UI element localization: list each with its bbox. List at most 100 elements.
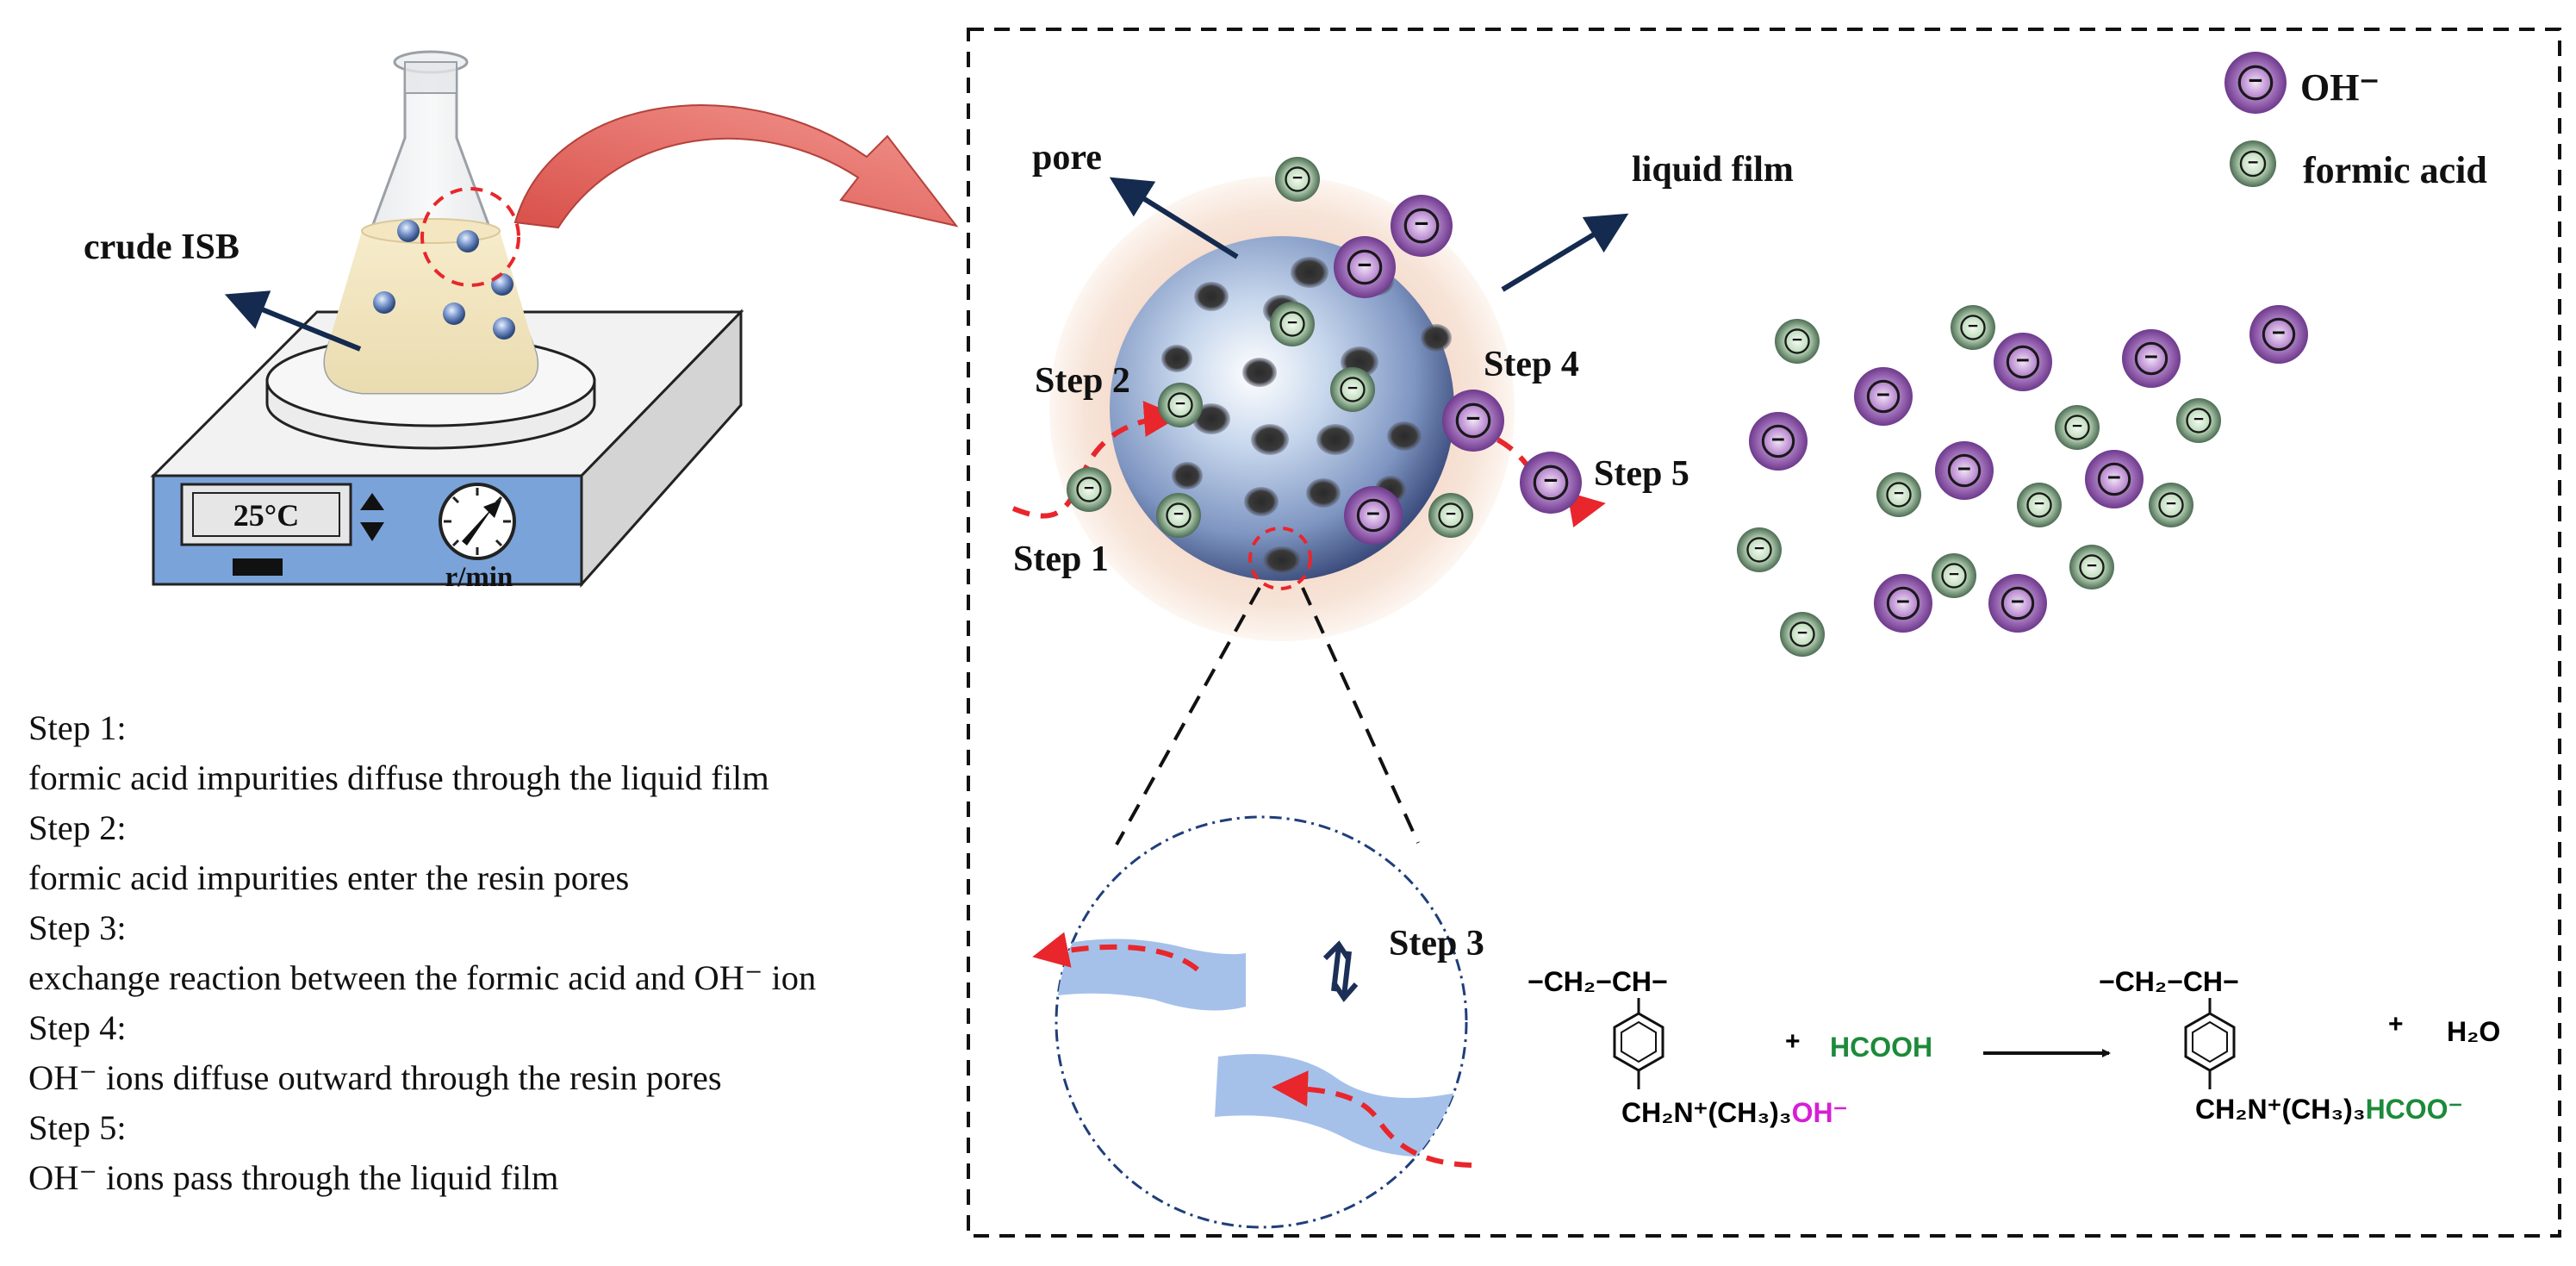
hydroxide-ion: − [1334, 236, 1396, 298]
formic-acid-ion: − [1780, 612, 1825, 657]
magnified-pore-outline [1055, 815, 1468, 1229]
ion-charge-sign: − [1366, 500, 1380, 527]
ion-charge-sign: − [2166, 494, 2176, 514]
legend-formic-label: formic acid [2303, 149, 2487, 191]
temperature-display: 25°C [180, 483, 352, 546]
exchange-path-in [1272, 1070, 1472, 1168]
hydroxide-ion: − [1344, 486, 1403, 545]
hydroxide-ion: − [1854, 367, 1913, 426]
ion-charge-sign: − [1896, 588, 1910, 614]
magnified-pore [1032, 815, 1472, 1229]
formic-acid-ion: − [2017, 483, 2062, 527]
legend-oh-label: OH⁻ [2300, 66, 2380, 109]
step1-label: Step 1 [1013, 539, 1109, 579]
formic-acid-ion: − [1158, 383, 1203, 427]
formic-acid-ion: − [2055, 405, 2100, 450]
formic-acid-ion: − [2149, 483, 2193, 527]
hydroxide-ion: − [1935, 441, 1994, 500]
ion-charge-sign: − [1292, 168, 1303, 188]
step5-description: OH⁻ ions pass through the liquid film [28, 1158, 559, 1197]
exchange-path-out [1032, 932, 1199, 972]
formic-acid-ion: − [1330, 367, 1375, 412]
legend-oh-swatch: − [2224, 52, 2287, 114]
ion-charge-sign: − [1771, 426, 1785, 452]
ion-charge-sign: − [1466, 405, 1481, 433]
plus-sign-1: + [1785, 1027, 1801, 1056]
legend: − OH⁻ − formic acid [2224, 52, 2487, 191]
step3-label: Step 3 [1389, 924, 1484, 964]
ion-charge-sign: − [2016, 346, 2030, 373]
ion-charge-sign: − [2272, 319, 2286, 346]
hydroxide-ion: − [1520, 452, 1582, 514]
hydroxide-ion: − [1988, 574, 2047, 633]
zoom-line-left [1115, 587, 1261, 845]
ion-charge-sign: − [1894, 483, 1904, 503]
ion-charge-sign: − [1358, 252, 1372, 279]
hydroxide-ion: − [1874, 574, 1932, 633]
ion-charge-sign: − [1876, 381, 1890, 408]
ion-charge-sign: − [1792, 330, 1802, 350]
formic-acid-ion: − [1270, 302, 1315, 346]
ion-charge-sign: − [2034, 494, 2044, 514]
step3-description: exchange reaction between the formic aci… [28, 958, 817, 997]
ion-charge-sign: − [1544, 467, 1559, 495]
reactant-resin: −CH₂−CH− CH₂N⁺(CH₃)₃OH⁻ [1528, 966, 1847, 1128]
step4-label: Step 4 [1484, 345, 1579, 384]
power-button[interactable] [233, 558, 283, 576]
crude-isb-label: crude ISB [84, 228, 240, 267]
erlenmeyer-flask [323, 50, 539, 395]
liquid-film-label: liquid film [1632, 150, 1794, 190]
detail-panel-border [967, 28, 2561, 1238]
formic-acid-ion: − [1737, 527, 1782, 572]
ion-charge-sign: − [1084, 478, 1094, 498]
product-water: H₂O [2447, 1016, 2500, 1047]
liquid-film-pointer [1501, 213, 1629, 292]
ion-charge-sign: − [1175, 394, 1185, 414]
ion-charge-sign: − [2011, 588, 2025, 614]
ion-charge-sign: − [2107, 464, 2121, 490]
speed-dial[interactable] [439, 483, 516, 560]
dial-ticks [444, 488, 511, 555]
step4-description: OH⁻ ions diffuse outward through the res… [28, 1058, 722, 1097]
equilibrium-arrows-icon [1322, 940, 1359, 1002]
ion-charge-sign: − [2249, 67, 2263, 95]
step1-description: formic acid impurities diffuse through t… [28, 758, 769, 797]
resin-chain-top [1056, 939, 1246, 1011]
ion-charge-sign: − [1949, 564, 1959, 584]
zoom-highlight-circle [420, 187, 520, 287]
formic-acid-ion: − [1275, 157, 1320, 202]
step5-label: Step 5 [1594, 454, 1689, 494]
formic-acid-ion: − [1932, 553, 1976, 598]
zoom-line-right [1301, 587, 1420, 844]
hydroxide-ion-legend-icon: − [2224, 52, 2287, 114]
ion-charge-sign: − [2193, 409, 2204, 429]
pore-pointer [1109, 177, 1239, 259]
reactant-chain: −CH₂−CH− [1528, 966, 1668, 997]
hydroxide-ion: − [2249, 305, 2308, 364]
temperature-adjust-arrows[interactable] [360, 493, 384, 541]
formic-acid-ion: − [2069, 545, 2114, 589]
reaction-equation: −CH₂−CH− CH₂N⁺(CH₃)₃OH⁻ + HCOOH −CH₂−CH−… [1528, 966, 2500, 1128]
ions-layer: −−−−−−−−−−−−−−−−−−−−−−−−−−−−−−−−−−−−−− [1067, 157, 2308, 1134]
formic-acid-ion: − [1067, 467, 1111, 512]
ion-charge-sign: − [1287, 313, 1297, 333]
ion-charge-sign: − [2248, 151, 2259, 172]
ion-charge-sign: − [1173, 504, 1184, 524]
ion-charge-sign: − [1415, 210, 1429, 238]
ion-charge-sign: − [2087, 556, 2097, 576]
reagent-hcooh: HCOOH [1830, 1032, 1932, 1063]
step-descriptions: Step 1: formic acid impurities diffuse t… [28, 703, 985, 1203]
step3-title: Step 3: [28, 908, 127, 947]
up-arrow-icon[interactable] [360, 493, 384, 510]
formic-acid-ion: − [1156, 493, 1201, 538]
step4-title: Step 4: [28, 1008, 127, 1047]
formic-acid-legend-icon: − [2230, 140, 2276, 187]
plus-sign-2: + [2388, 1010, 2404, 1038]
formic-acid-ion: − [1951, 305, 1995, 350]
step2-description: formic acid impurities enter the resin p… [28, 858, 630, 897]
ion-charge-sign: − [1957, 455, 1971, 482]
step2-label: Step 2 [1035, 361, 1130, 401]
down-arrow-icon[interactable] [360, 522, 384, 541]
ion-charge-sign: − [1968, 316, 1978, 336]
